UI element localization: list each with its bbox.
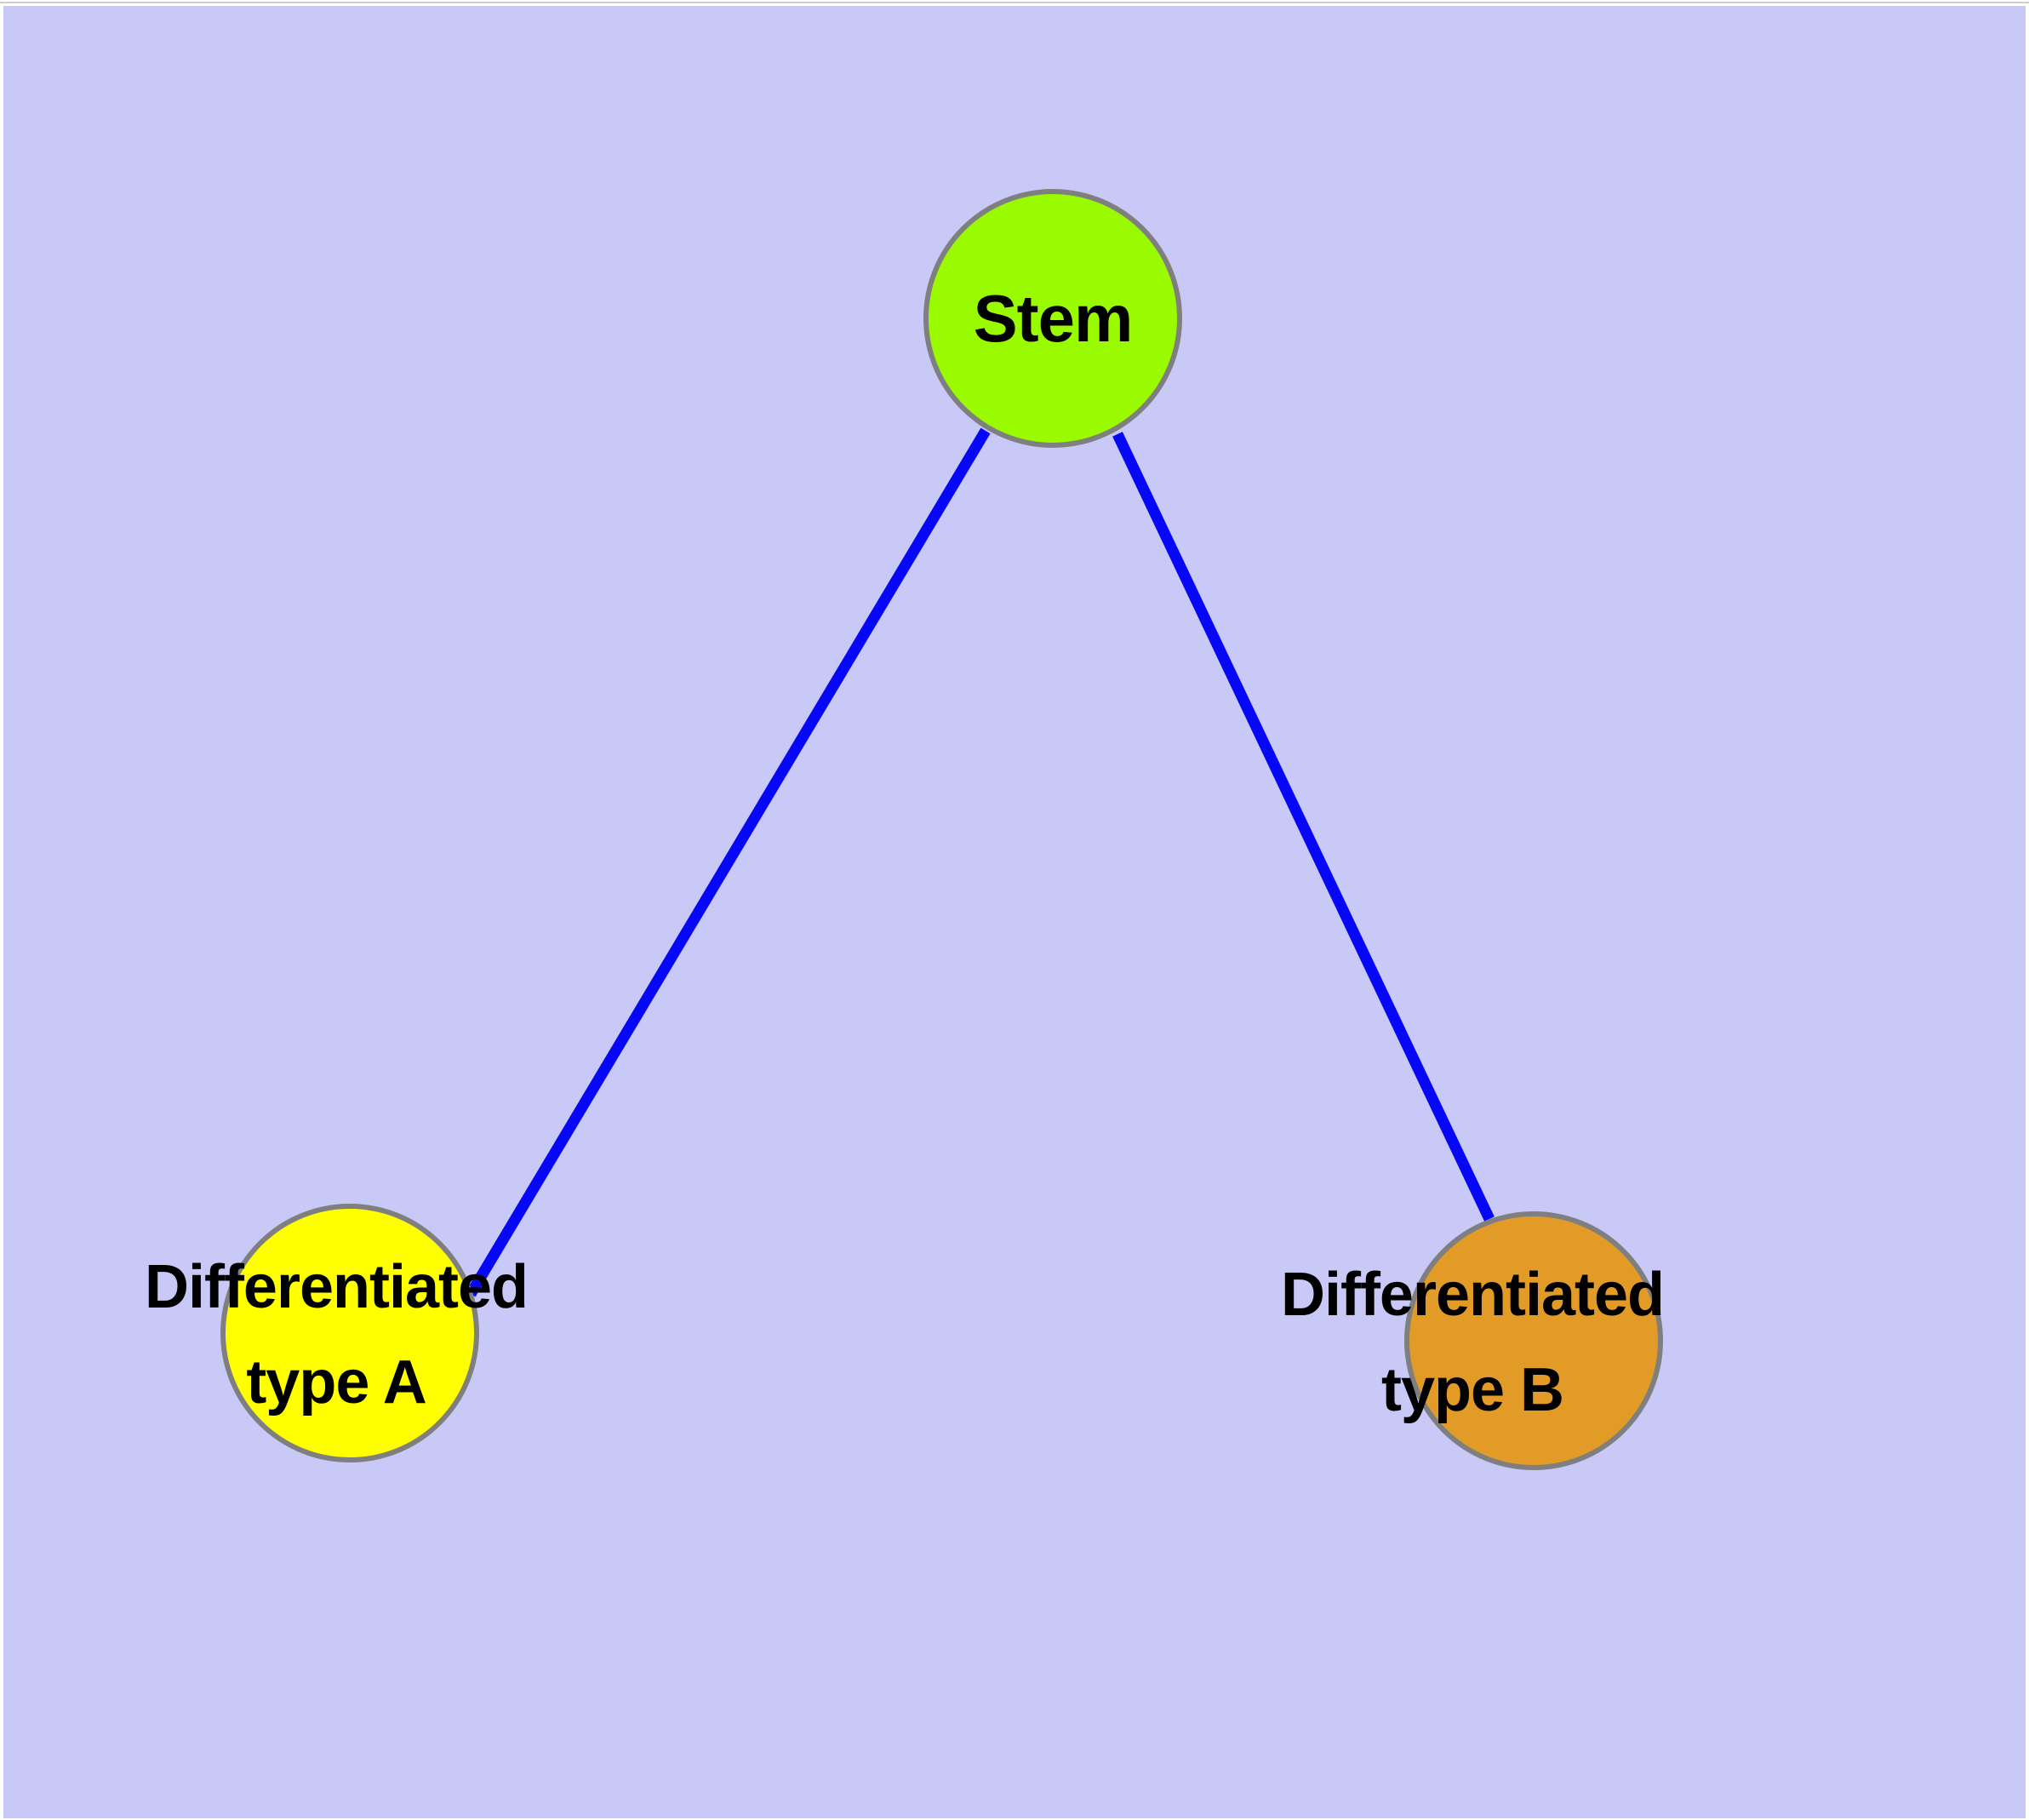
node-label-type-a-line2: type A (246, 1348, 426, 1417)
node-label-type-b-line2: type B (1380, 1356, 1564, 1424)
node-stem[interactable] (923, 189, 1182, 448)
node-differentiated-type-a[interactable] (220, 1204, 479, 1462)
node-differentiated-type-b[interactable] (1404, 1211, 1663, 1470)
page-top-hairline (0, 2, 2029, 3)
edge-stem-to-type-a (466, 427, 991, 1297)
node-label-differentiated-type-a: Differentiated type A (144, 1239, 529, 1430)
node-label-type-b-line1: Differentiated (1280, 1261, 1665, 1329)
node-label-differentiated-type-b: Differentiated type B (1280, 1247, 1665, 1438)
node-label-stem: Stem (973, 281, 1134, 356)
node-label-type-a-line1: Differentiated (144, 1253, 529, 1321)
edge-stem-to-type-b (1112, 432, 1495, 1222)
